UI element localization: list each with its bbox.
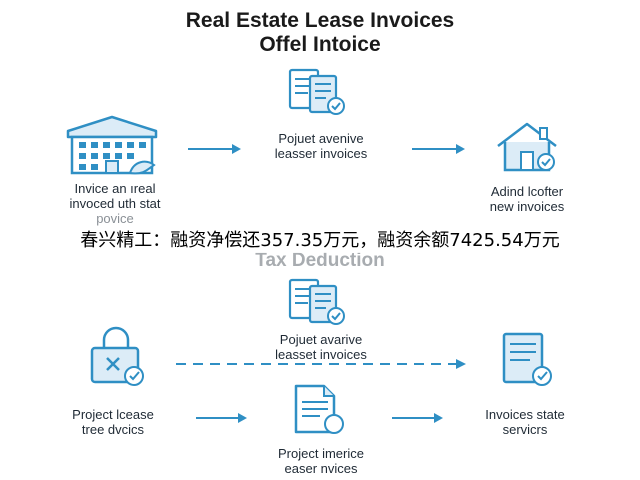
arrow-right-1 <box>188 144 241 154</box>
building-icon <box>66 115 158 175</box>
top-middle-label: Pojuet avenive leasser invoices <box>274 131 368 161</box>
invoice-document-icon <box>294 384 344 434</box>
top-left-label: Invice an ıreal invoced uth stat povice <box>69 181 161 226</box>
invoice-documents-icon-2 <box>288 278 345 325</box>
bottom-top-label: Pojuet avarive leasset invoices <box>275 332 367 362</box>
arrow-right-4 <box>392 413 443 423</box>
checked-document-icon <box>502 332 552 386</box>
bottom-middle-label: Project imerice easer nvices <box>278 446 364 476</box>
tax-deduction-heading: Tax Deduction <box>255 250 385 271</box>
arrow-right-2 <box>412 144 465 154</box>
bottom-right-label: Invoices state servicrs <box>485 407 565 437</box>
diagram-title: Real Estate Lease Invoices <box>185 9 455 32</box>
top-right-label: Adind lcofter new invoices <box>489 184 565 214</box>
diagram-subtitle: Offel Intoice <box>259 33 381 56</box>
dashed-arrow-right <box>176 359 466 369</box>
house-icon <box>497 122 557 172</box>
lock-document-icon <box>90 326 144 386</box>
invoice-documents-icon <box>288 68 345 115</box>
arrow-right-3 <box>196 413 247 423</box>
bottom-left-label: Project lcease tree dvcics <box>72 407 154 437</box>
news-caption: 春兴精工：融资净偿还357.35万元，融资余额7425.54万元 <box>0 229 640 253</box>
